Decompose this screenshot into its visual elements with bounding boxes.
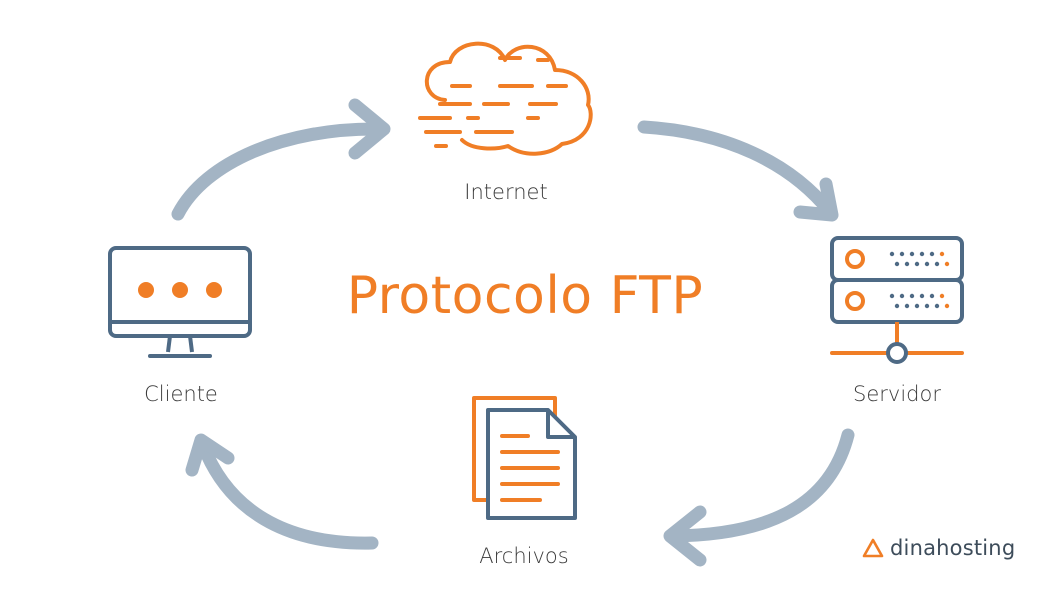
arrow-cliente-to-internet [171,98,391,221]
node-label-cliente: Cliente [144,382,218,406]
brand-logo: dinahosting [862,536,1015,560]
arrow-archivos-to-cliente [185,433,379,550]
arrow-servidor-to-archivos [663,428,855,567]
node-label-internet: Internet [464,180,548,204]
documents-icon [472,396,577,520]
node-label-servidor: Servidor [853,382,941,406]
brand-name: dinahosting [890,536,1016,560]
node-label-archivos: Archivos [479,544,569,568]
cloud-icon [418,41,593,156]
server-icon [830,236,964,364]
triangle-logo-icon [862,538,884,558]
diagram-title: Protocolo FTP [346,266,704,326]
monitor-icon [108,246,252,358]
arrow-internet-to-servidor [637,120,839,222]
